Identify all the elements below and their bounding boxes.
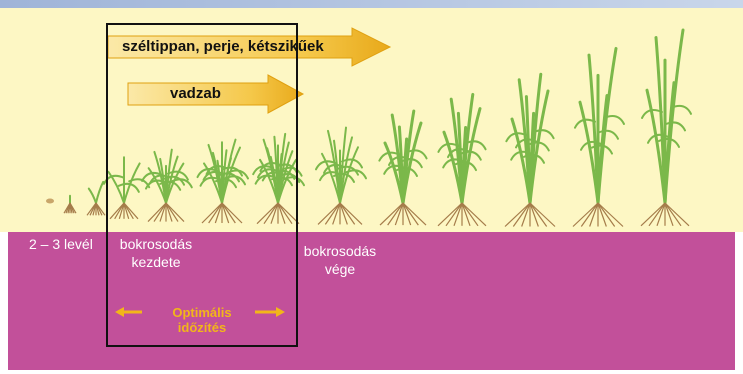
top-band — [0, 0, 743, 8]
stage-label-two-three-leaf: 2 – 3 levél — [29, 236, 93, 253]
stage-label-tillering-start-line2: kezdete — [108, 254, 204, 271]
wild-oat-label: vadzab — [170, 85, 221, 102]
stage-label-tillering-end-line1: bokrosodás — [290, 243, 390, 260]
stage-label-tillering-start-line1: bokrosodás — [108, 236, 204, 253]
optimal-timing-line2: időzítés — [152, 320, 252, 335]
broadleaf-grass-label: széltippan, perje, kétszikűek — [122, 38, 324, 55]
plant-1 — [46, 199, 54, 204]
optimal-timing-line1: Optimális — [152, 305, 252, 320]
stage-label-tillering-end-line2: vége — [290, 261, 390, 278]
